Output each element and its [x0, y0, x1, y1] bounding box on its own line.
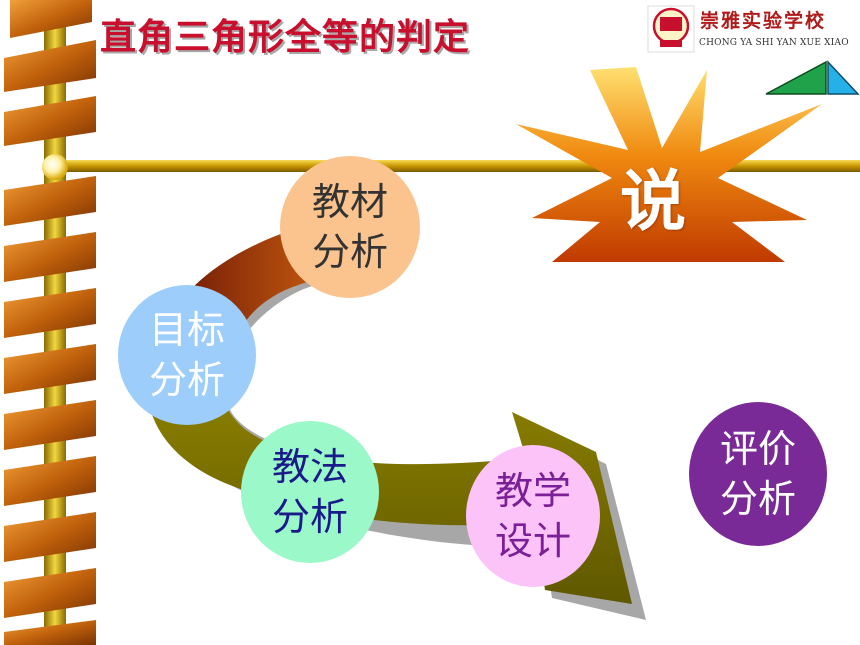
triangles-icon [765, 60, 860, 95]
circle-label-line1: 评价 [719, 427, 796, 471]
circle-label-line2: 设计 [494, 519, 571, 563]
circle-label-line2: 分析 [311, 230, 388, 274]
circle-label-line1: 目标 [148, 308, 225, 352]
slide-title: 直角三角形全等的判定 [100, 17, 471, 58]
circle-label-line2: 分析 [148, 358, 225, 402]
circle-method-analysis[interactable]: 教法 分析 [241, 421, 379, 563]
circle-teaching-design[interactable]: 教学 设计 [466, 445, 600, 587]
bar-knob [42, 154, 68, 180]
rope-ribbon [4, 0, 96, 645]
circle-label-line1: 教法 [271, 445, 348, 489]
circle-label-line2: 分析 [271, 495, 348, 539]
circle-label-line1: 教学 [494, 469, 571, 513]
circle-label-line2: 分析 [719, 477, 796, 521]
circle-material-analysis[interactable]: 教材 分析 [280, 156, 420, 298]
school-logo-icon [647, 5, 695, 53]
circle-goal-analysis[interactable]: 目标 分析 [118, 285, 256, 425]
circle-evaluation-analysis[interactable]: 评价 分析 [689, 402, 827, 546]
circle-label-line1: 教材 [311, 180, 388, 224]
burst-icon [516, 67, 822, 262]
school-name-cn: 崇雅实验学校 [700, 10, 827, 32]
burst-label: 说 [620, 163, 686, 240]
school-name-en: CHONG YA SHI YAN XUE XIAO [699, 38, 849, 48]
